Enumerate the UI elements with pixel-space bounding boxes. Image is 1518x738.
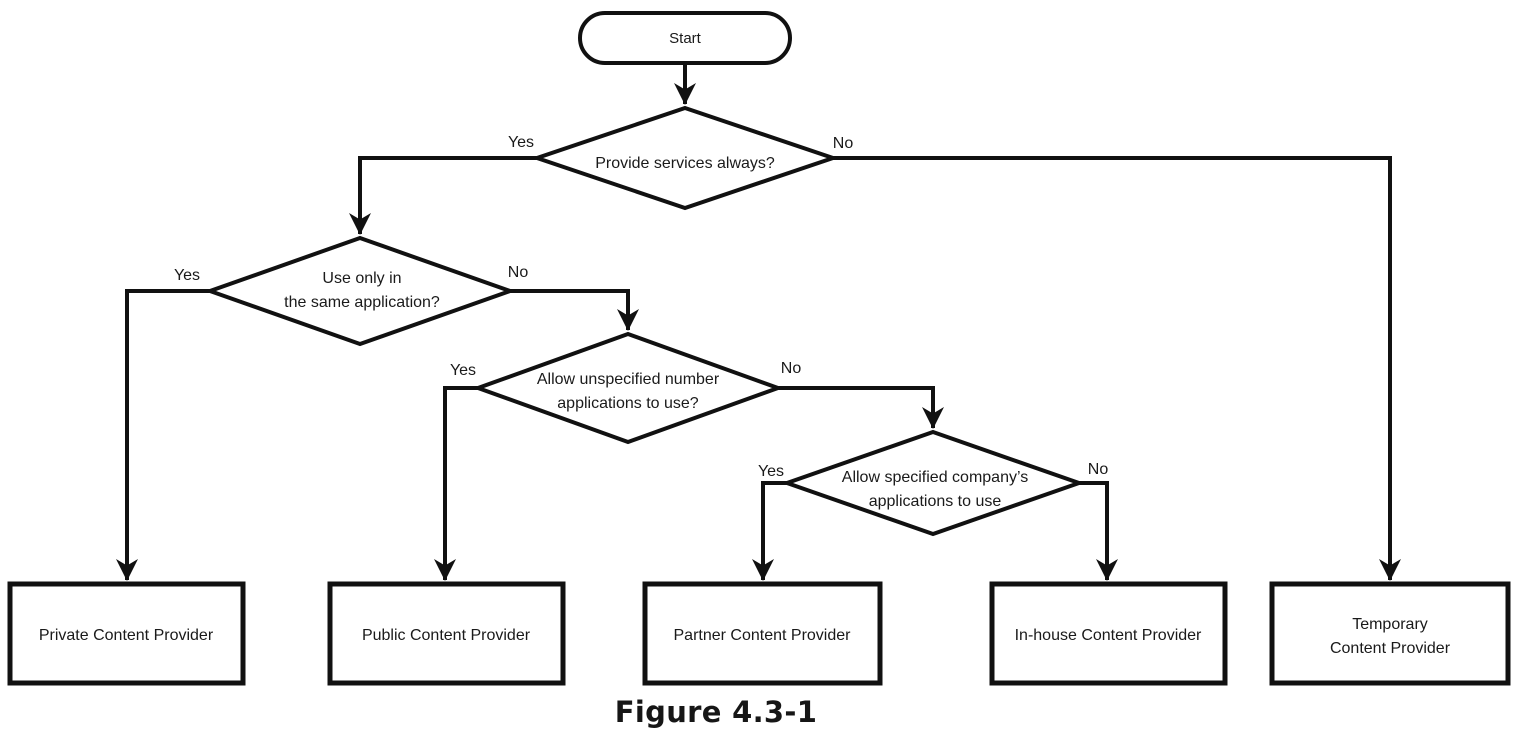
decision-specified-company-line1: Allow specified company’s bbox=[841, 469, 1029, 486]
branch-no-provide-services: No bbox=[832, 135, 854, 152]
public-provider-label: Public Content Provider bbox=[361, 627, 531, 644]
decision-same-application-label: Use only in the same application? bbox=[284, 267, 440, 315]
branch-no-specified-company: No bbox=[1087, 461, 1109, 478]
public-provider-box bbox=[327, 581, 566, 686]
edge-same-application-no bbox=[510, 289, 639, 331]
branch-yes-specified-company: Yes bbox=[757, 463, 785, 480]
decision-unspecified-number-line1: Allow unspecified number bbox=[536, 371, 720, 388]
partner-provider-label: Partner Content Provider bbox=[673, 627, 851, 644]
decision-specified-company-shape bbox=[780, 429, 1086, 537]
inhouse-provider-label: In-house Content Provider bbox=[1014, 627, 1202, 644]
branch-yes-same-application: Yes bbox=[173, 267, 201, 284]
private-provider-box bbox=[7, 581, 246, 686]
edge-unspecified-number-no bbox=[778, 386, 944, 429]
decision-same-application-line2: the same application? bbox=[284, 294, 440, 311]
temporary-provider-box bbox=[1269, 581, 1511, 686]
decision-provide-services-label: Provide services always? bbox=[595, 155, 775, 172]
decision-specified-company-line2: applications to use bbox=[868, 493, 1002, 510]
edge-provide-services-no bbox=[833, 156, 1401, 581]
temporary-provider-line1: Temporary bbox=[1352, 616, 1428, 633]
inhouse-provider-box bbox=[989, 581, 1228, 686]
edge-same-application-yes bbox=[116, 289, 210, 581]
start-terminator-shape bbox=[578, 11, 792, 65]
decision-provide-services-shape bbox=[530, 105, 840, 211]
partner-provider-box bbox=[642, 581, 883, 686]
decision-unspecified-number-label: Allow unspecified number applications to… bbox=[537, 368, 719, 416]
decision-unspecified-number-shape bbox=[472, 331, 784, 445]
branch-no-same-application: No bbox=[507, 264, 529, 281]
start-label: Start bbox=[669, 30, 701, 47]
temporary-provider-line2: Content Provider bbox=[1329, 640, 1451, 657]
edge-unspecified-number-yes bbox=[434, 386, 478, 581]
edge-specified-company-yes bbox=[752, 481, 787, 581]
branch-yes-provide-services: Yes bbox=[507, 134, 535, 151]
decision-same-application-line1: Use only in bbox=[322, 270, 402, 287]
branch-yes-unspecified-number: Yes bbox=[449, 362, 477, 379]
branch-no-unspecified-number: No bbox=[780, 360, 802, 377]
decision-unspecified-number-line2: applications to use? bbox=[557, 395, 699, 412]
decision-same-application-shape bbox=[203, 235, 517, 347]
edge-provide-services-yes bbox=[349, 156, 537, 235]
private-provider-label: Private Content Provider bbox=[38, 627, 214, 644]
decision-specified-company-label: Allow specified company’s applications t… bbox=[842, 466, 1028, 514]
edge-specified-company-no bbox=[1079, 481, 1118, 581]
temporary-provider-label: Temporary Content Provider bbox=[1330, 613, 1450, 661]
figure-caption: Figure 4.3-1 bbox=[614, 695, 818, 729]
